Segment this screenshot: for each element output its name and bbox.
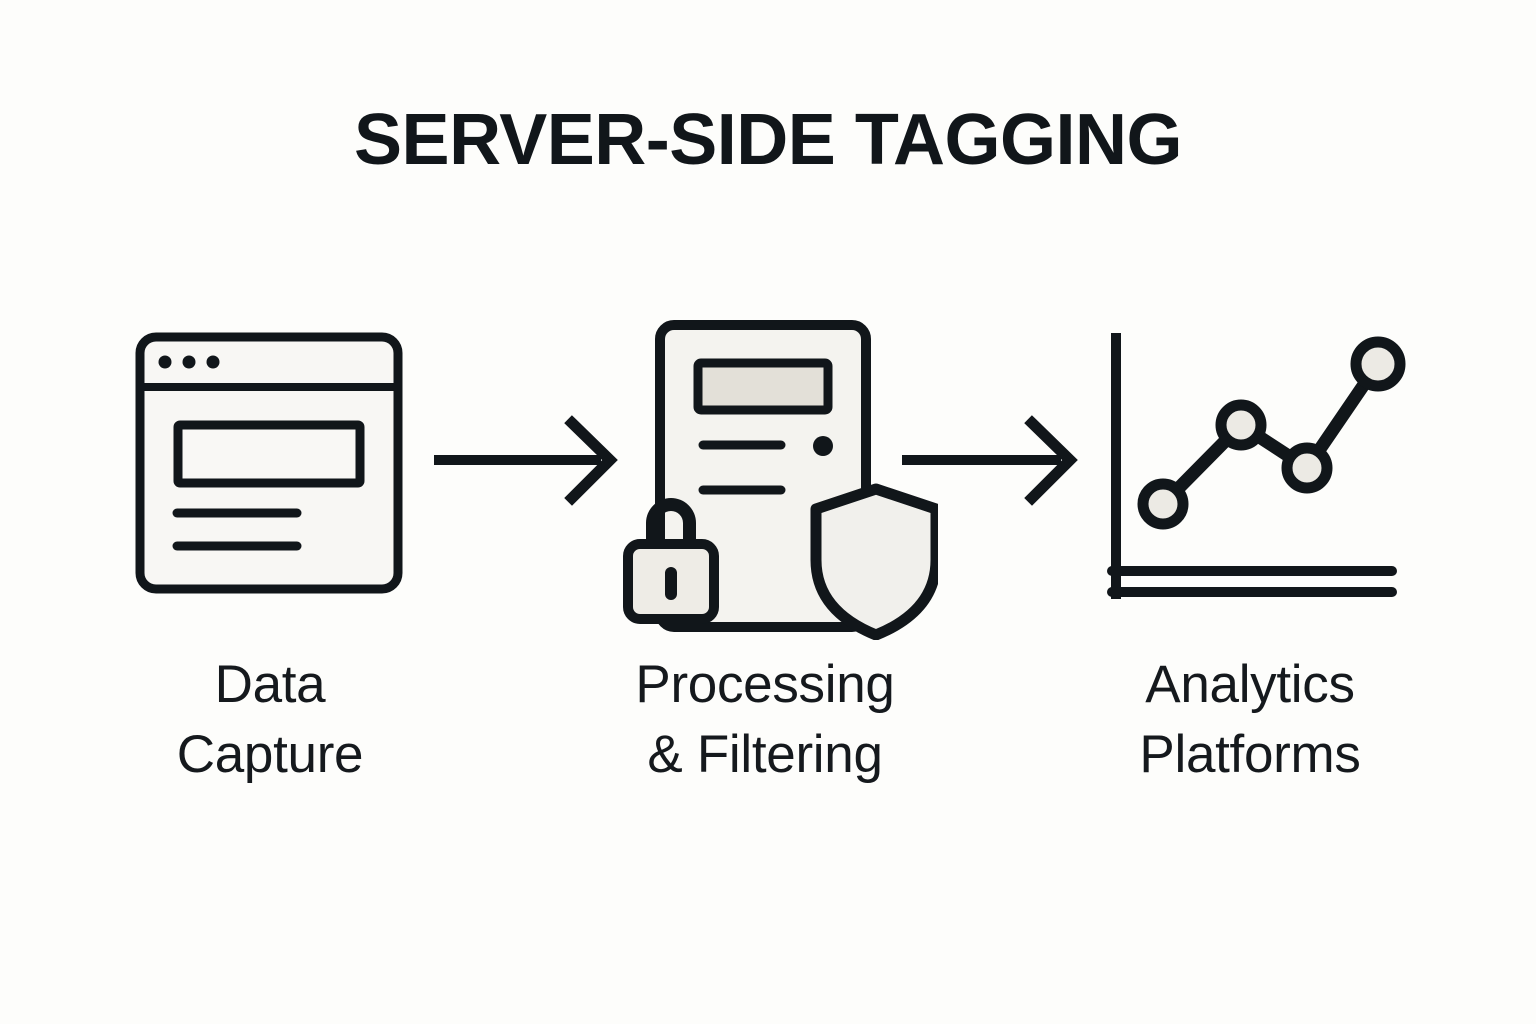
line-chart-icon: [1107, 333, 1406, 599]
stage-label-line1: Analytics: [1145, 655, 1355, 714]
stage-analytics-platforms: [1090, 310, 1410, 640]
secure-server-icon: [623, 320, 938, 640]
stage-processing-filtering: [608, 310, 938, 640]
stage-label-analytics-platforms: Analytics Platforms: [1085, 650, 1415, 790]
page-title: SERVER-SIDE TAGGING: [354, 100, 1182, 180]
stage-label-data-capture: Data Capture: [110, 650, 430, 790]
stage-label-line1: Processing: [635, 655, 895, 714]
stage-label-line1: Data: [214, 655, 326, 714]
arrow-right-icon: [434, 415, 618, 506]
arrow-process-to-analytics: [890, 310, 1090, 640]
flow-diagram: [0, 310, 1536, 640]
stage-label-processing-filtering: Processing & Filtering: [555, 650, 975, 790]
arrow-right-icon: [902, 415, 1078, 506]
stage-label-line2: Capture: [176, 724, 364, 784]
stage-data-capture: [120, 310, 420, 640]
stage-label-line2: & Filtering: [647, 724, 883, 784]
arrow-capture-to-process: [420, 310, 630, 640]
browser-window-icon: [135, 332, 403, 594]
stage-label-line2: Platforms: [1139, 724, 1361, 784]
